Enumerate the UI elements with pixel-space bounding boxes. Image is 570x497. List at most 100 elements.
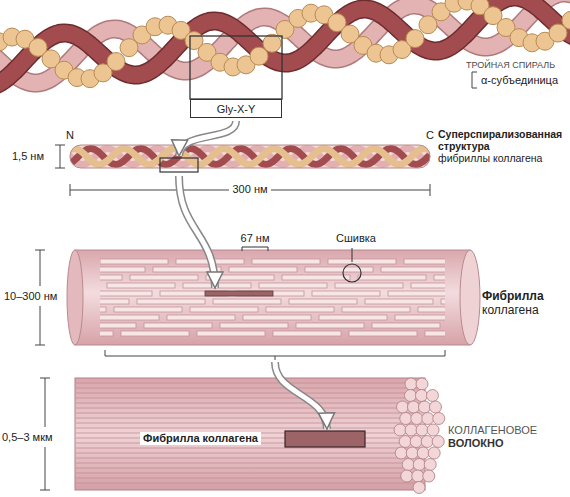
molecule-rows (100, 259, 445, 336)
tube-strand (70, 149, 430, 165)
amino-acid-bead (562, 11, 570, 29)
annotation-label: 1,5 нм (12, 150, 44, 163)
tube-strand (70, 149, 430, 165)
tropocollagen-molecule (130, 275, 198, 280)
zoom-arrow (179, 121, 236, 156)
annotation-label: Фибрилла коллагена (482, 290, 566, 318)
fibril-line (76, 383, 420, 384)
zoom-arrow (179, 176, 215, 288)
fibril-end (394, 424, 406, 436)
fibril-end (428, 447, 440, 459)
fibril-end (416, 424, 428, 436)
bracket (105, 350, 445, 360)
fibril-end (429, 401, 441, 413)
highlighted-fibril (285, 431, 365, 447)
tropocollagen-molecule (411, 283, 445, 288)
fibril-end (433, 413, 445, 425)
tropocollagen-molecule (100, 323, 136, 328)
tropocollagen-molecule (365, 299, 433, 304)
collagen-fiber (75, 378, 445, 494)
annotation-label: α-субъединица (481, 74, 558, 87)
tropocollagen-molecule (100, 275, 122, 280)
fibril-end (407, 401, 419, 413)
tropocollagen-molecule (197, 331, 265, 336)
annotation-label: N (66, 129, 74, 142)
tropocollagen-molecule (252, 259, 320, 264)
fibril-end (402, 459, 414, 471)
supercoil (66, 145, 432, 168)
tropocollagen-molecule (296, 323, 364, 328)
fibril-end (426, 390, 438, 402)
fibril-end (67, 250, 83, 345)
annotation-label: 0,5–3 мкм (2, 431, 53, 444)
fibril-end (423, 470, 435, 482)
annotation-label: фибриллы коллагена (438, 152, 566, 164)
fibril-end (421, 436, 433, 448)
zoom-arrow-outline (179, 176, 215, 288)
tropocollagen-molecule (358, 275, 426, 280)
fibril-end (406, 447, 418, 459)
fibril-end (415, 390, 427, 402)
fibril-line (76, 428, 420, 429)
fibril-end (399, 436, 411, 448)
fibril-end (417, 447, 429, 459)
fibril (31, 250, 516, 345)
fibril-line (76, 423, 420, 424)
tropocollagen-molecule (305, 267, 373, 272)
fibril-end (401, 470, 413, 482)
tropocollagen-molecule (319, 315, 387, 320)
fibril-line (76, 468, 420, 469)
fibril-end (460, 250, 480, 345)
tropocollagen-molecule (167, 315, 235, 320)
fibril-line (76, 418, 420, 419)
tropocollagen-molecule (273, 331, 341, 336)
tropocollagen-molecule (100, 315, 159, 320)
amino-acid-bead (406, 30, 424, 48)
tropocollagen-molecule (388, 291, 445, 296)
tropocollagen-molecule (425, 331, 445, 336)
amino-acid-bead (107, 53, 125, 71)
zoom-frame (190, 36, 282, 99)
fibril-end (400, 413, 412, 425)
tropocollagen-molecule (144, 323, 212, 328)
tropocollagen-molecule (418, 307, 445, 312)
fibril-end (395, 447, 407, 459)
fibril-line (76, 403, 420, 404)
label-box: Gly-X-Y (190, 99, 282, 118)
fibril-end (412, 470, 424, 482)
leader-line (352, 248, 353, 262)
fibril-end (405, 424, 417, 436)
tropocollagen-molecule (100, 291, 152, 296)
zoom-arrow-outline (275, 362, 327, 429)
tropocollagen-molecule (372, 323, 440, 328)
tropocollagen-molecule (137, 299, 205, 304)
tropocollagen-molecule (266, 307, 334, 312)
helix-strand (0, 0, 570, 87)
tropocollagen-molecule (289, 299, 357, 304)
tropocollagen-molecule (282, 275, 350, 280)
annotation-label: 300 нм (229, 183, 270, 196)
tropocollagen-molecule (243, 315, 311, 320)
tropocollagen-molecule (229, 267, 297, 272)
tropocollagen-molecule (441, 299, 445, 304)
annotation-label: Сшивка (336, 232, 376, 245)
tropocollagen-molecule (381, 267, 445, 272)
tropocollagen-molecule (395, 315, 445, 320)
fibril-end (413, 482, 425, 494)
tube-strands (70, 149, 430, 165)
tropocollagen-molecule (434, 275, 445, 280)
fibril-end (405, 378, 417, 390)
tropocollagen-molecule (100, 299, 129, 304)
fibril-line (76, 483, 420, 484)
zoom-arrow (275, 362, 327, 429)
fibril-end (418, 401, 430, 413)
tropocollagen-molecule (121, 331, 189, 336)
tropocollagen-molecule (100, 307, 106, 312)
fibril-line (76, 388, 420, 389)
highlighted-molecule (205, 291, 273, 296)
tube-strand (70, 149, 430, 165)
annotation-label: 67 нм (241, 232, 270, 245)
annotation-label: C (426, 129, 434, 142)
fibril-line (76, 393, 420, 394)
tropocollagen-molecule (100, 259, 168, 264)
